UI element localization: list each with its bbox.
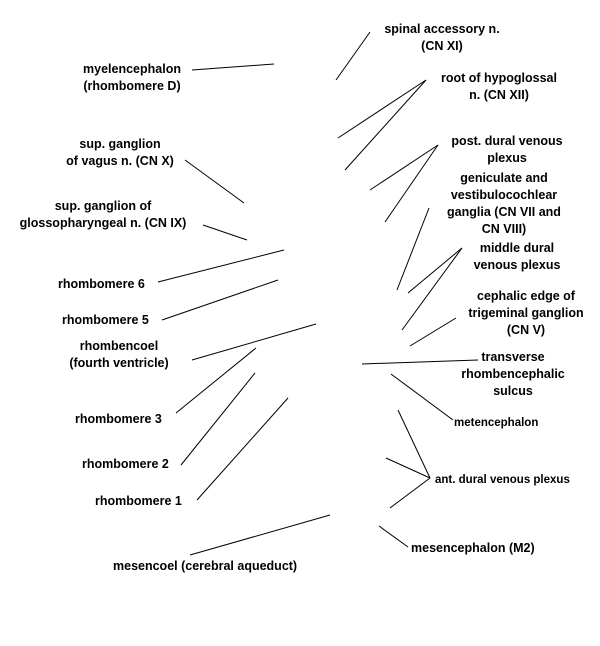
leader-root-hypoglossal-b: [344, 79, 427, 171]
label-line: rhombencephalic: [461, 367, 565, 381]
leader-ant-dural-b: [385, 457, 431, 479]
label-mesencoel: mesencoel (cerebral aqueduct): [113, 558, 297, 575]
label-line: of vagus n. (CN X): [66, 154, 174, 168]
leader-rhombomere-2: [180, 372, 256, 466]
label-spinal-accessory: spinal accessory n. (CN XI): [372, 21, 512, 55]
label-line: mesencoel (cerebral aqueduct): [113, 559, 298, 573]
leader-mesencephalon: [378, 525, 409, 548]
label-line: rhombencoel: [79, 339, 159, 353]
leader-rhombomere-5: [161, 279, 279, 321]
label-mesencephalon: mesencephalon (M2): [411, 540, 535, 557]
label-line: middle dural: [479, 241, 555, 255]
label-line: cephalic edge of: [477, 289, 575, 303]
label-middle-dural: middle dural venous plexus: [465, 240, 569, 274]
label-line: post. dural venous: [451, 134, 563, 148]
label-line: (rhombomere D): [83, 79, 181, 93]
label-sup-ganglion-glosso: sup. ganglion of glossopharyngeal n. (CN…: [3, 198, 203, 232]
label-line: myelencephalon: [83, 62, 181, 76]
label-metencephalon: metencephalon: [454, 415, 538, 432]
leader-geniculate: [396, 207, 430, 291]
label-line: rhombomere 1: [95, 494, 182, 508]
leader-sup-ganglion-glosso: [202, 224, 248, 241]
label-line: rhombomere 6: [58, 277, 145, 291]
label-transverse: transverse rhombencephalic sulcus: [458, 349, 568, 400]
label-rhombomere-3: rhombomere 3: [75, 411, 162, 428]
label-line: plexus: [487, 151, 527, 165]
label-sup-ganglion-vagus: sup. ganglion of vagus n. (CN X): [54, 136, 186, 170]
label-line: mesencephalon (M2): [411, 541, 535, 555]
label-root-hypoglossal: root of hypoglossal n. (CN XII): [428, 70, 570, 104]
leader-ant-dural-c: [389, 477, 431, 509]
label-line: geniculate and: [460, 171, 548, 185]
label-line: rhombomere 2: [82, 457, 169, 471]
label-rhombencoel: rhombencoel (fourth ventricle): [44, 338, 194, 372]
label-line: (CN XI): [421, 39, 463, 53]
label-line: trigeminal ganglion: [468, 306, 584, 320]
leader-rhombomere-6: [157, 249, 285, 283]
label-rhombomere-2: rhombomere 2: [82, 456, 169, 473]
leader-spinal-accessory: [335, 31, 371, 81]
leader-mesencoel: [189, 514, 331, 556]
leader-sup-ganglion-vagus: [184, 159, 245, 204]
label-line: venous plexus: [473, 258, 561, 272]
label-line: spinal accessory n.: [384, 22, 500, 36]
label-line: glossopharyngeal n. (CN IX): [19, 216, 187, 230]
leader-root-hypoglossal-a: [337, 79, 427, 139]
label-post-dural: post. dural venous plexus: [439, 133, 575, 167]
leader-ant-dural-a: [397, 409, 431, 479]
label-line: ant. dural venous plexus: [435, 474, 570, 486]
label-geniculate: geniculate and vestibulocochlear ganglia…: [430, 170, 578, 238]
leader-rhombencoel: [191, 323, 317, 361]
leader-rhombomere-3: [175, 347, 257, 414]
label-line: CN VIII): [481, 222, 527, 236]
label-line: vestibulocochlear: [450, 188, 558, 202]
leader-transverse: [361, 359, 479, 365]
label-rhombomere-6: rhombomere 6: [58, 276, 145, 293]
label-line: ganglia (CN VII and: [447, 205, 561, 219]
label-line: rhombomere 3: [75, 412, 162, 426]
label-line: rhombomere 5: [62, 313, 149, 327]
label-line: transverse: [481, 350, 545, 364]
label-cephalic-edge: cephalic edge of trigeminal ganglion (CN…: [456, 288, 596, 339]
label-ant-dural: ant. dural venous plexus: [435, 472, 570, 489]
label-rhombomere-1: rhombomere 1: [95, 493, 182, 510]
label-line: n. (CN XII): [469, 88, 529, 102]
label-line: root of hypoglossal: [441, 71, 557, 85]
label-myelencephalon: myelencephalon (rhombomere D): [76, 61, 188, 95]
leader-rhombomere-1: [196, 397, 289, 501]
leader-post-dural-a: [369, 144, 439, 191]
label-rhombomere-5: rhombomere 5: [62, 312, 149, 329]
leader-cephalic-edge: [409, 317, 457, 347]
leader-metencephalon: [390, 373, 454, 421]
leader-middle-dural-b: [401, 247, 463, 331]
label-line: (fourth ventricle): [69, 356, 169, 370]
label-line: metencephalon: [454, 417, 539, 429]
label-line: sulcus: [493, 384, 533, 398]
leader-myelencephalon: [191, 63, 275, 71]
label-line: sup. ganglion: [79, 137, 161, 151]
label-line: (CN V): [506, 323, 546, 337]
leader-post-dural-b: [384, 144, 439, 223]
label-line: sup. ganglion of: [54, 199, 152, 213]
leader-middle-dural-a: [407, 247, 463, 294]
